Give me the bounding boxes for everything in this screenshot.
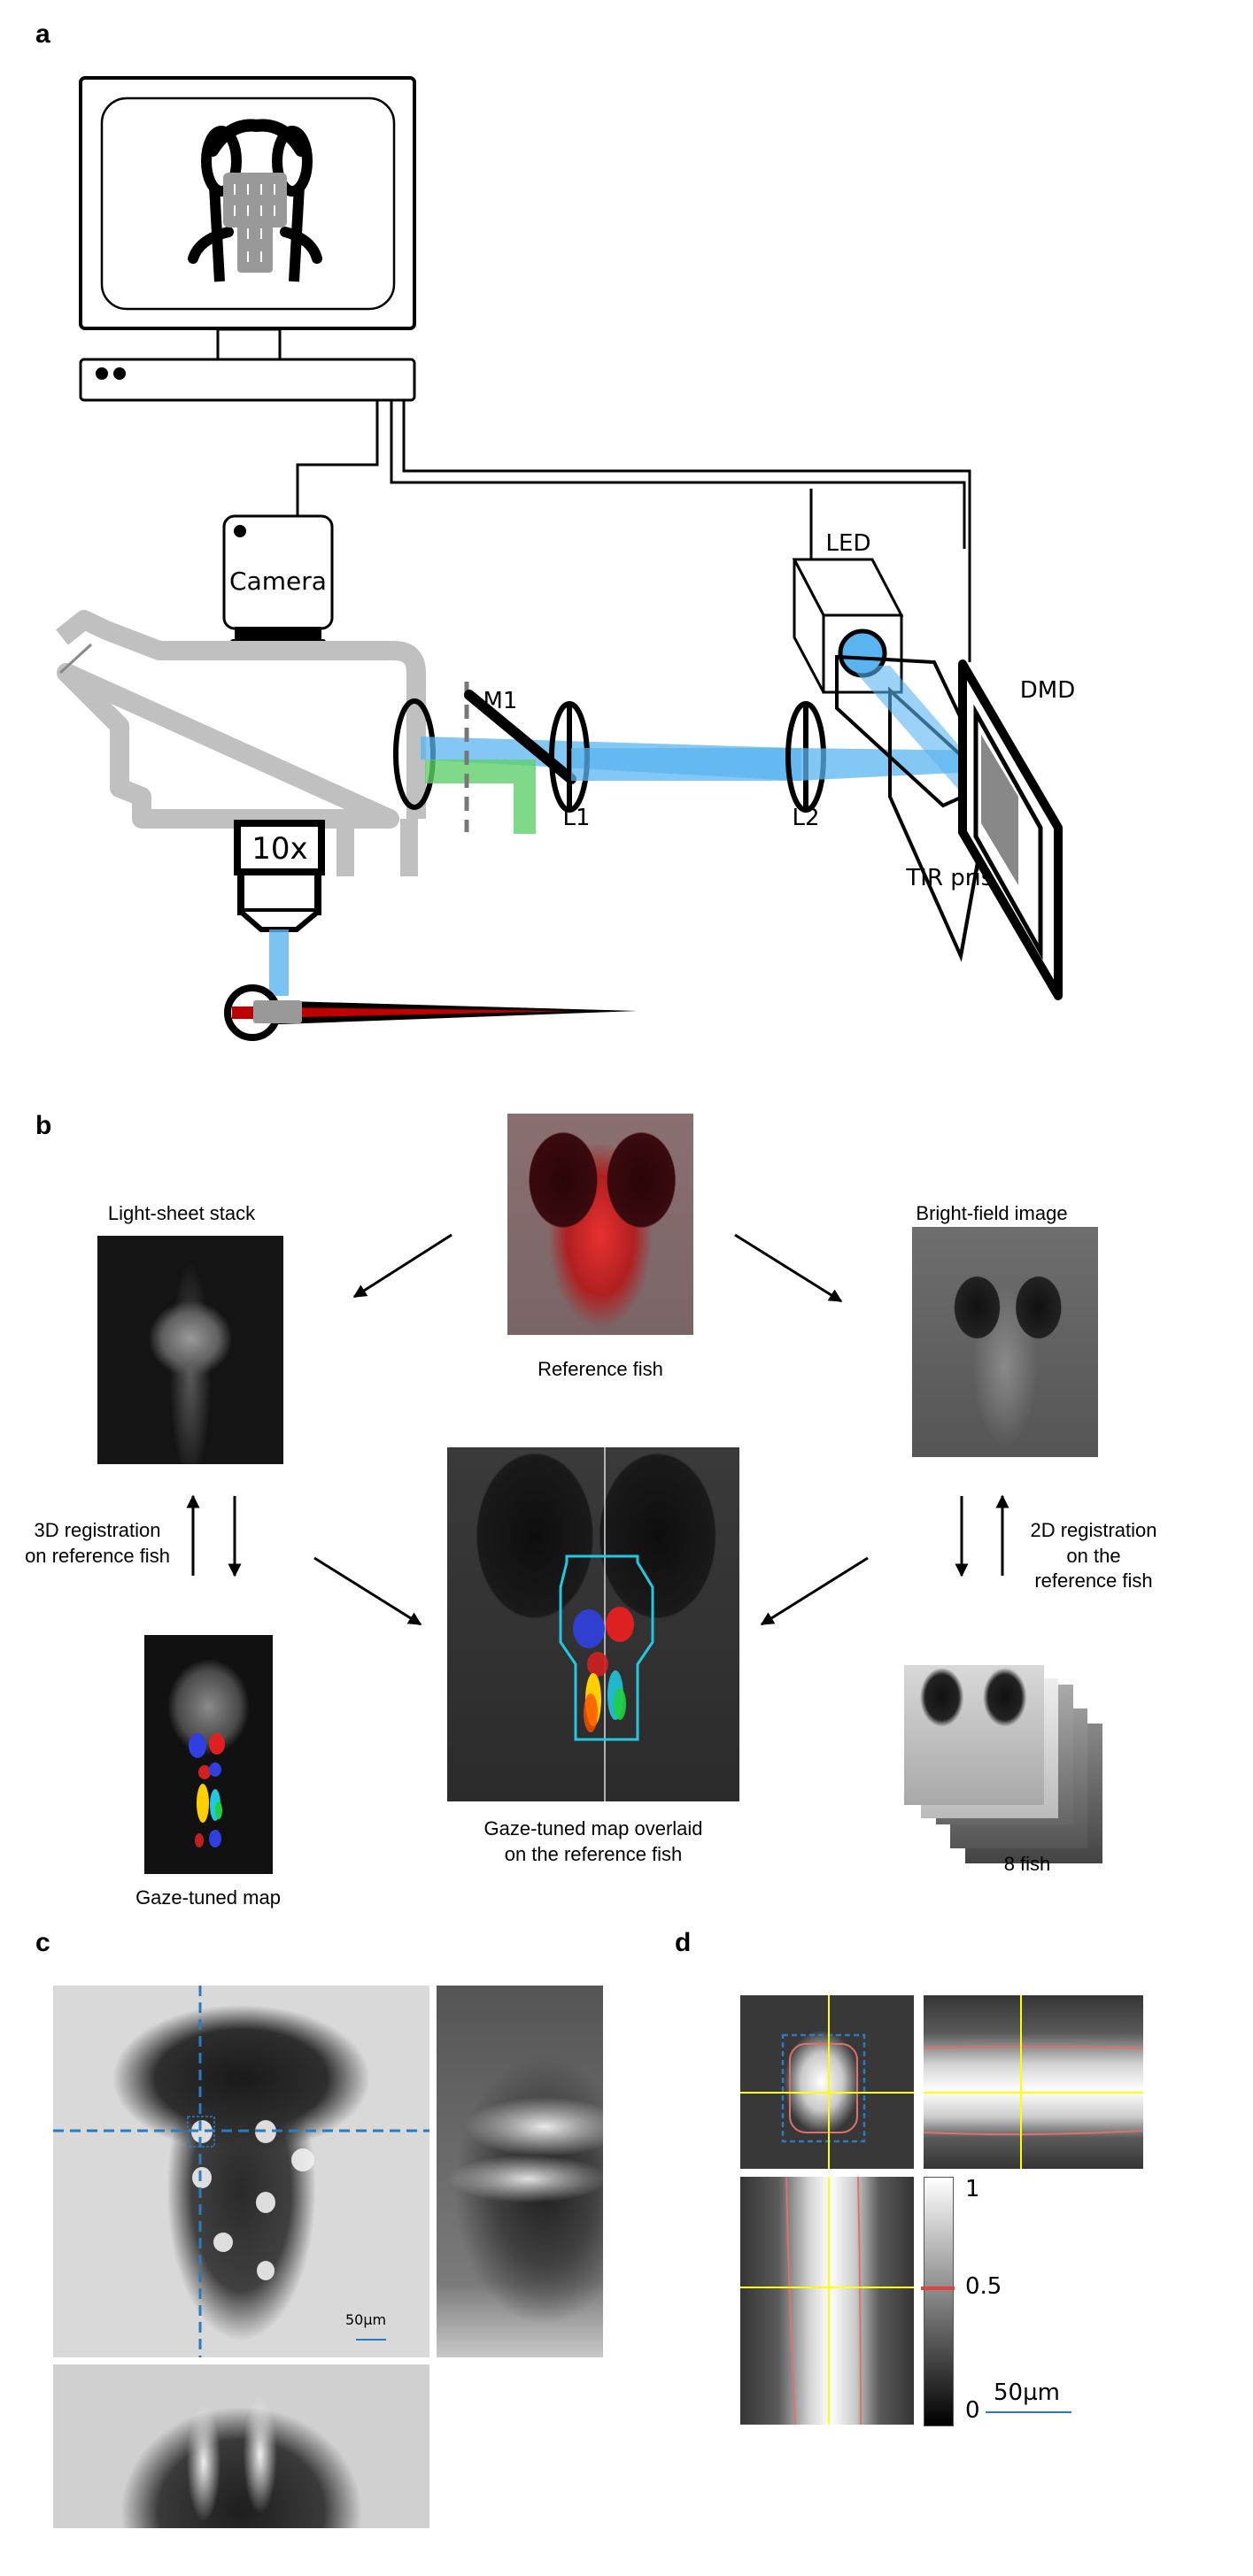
- cables: [296, 400, 971, 662]
- scale-bar-d-label: 50µm: [994, 2379, 1060, 2406]
- panel-c-xy-image: 50µm: [53, 1986, 429, 2357]
- panel-d-xz-image: [740, 2177, 914, 2425]
- objective-icon: [234, 820, 325, 932]
- reference-fish-image: [507, 1114, 693, 1335]
- panel-label-a: a: [35, 19, 50, 49]
- arrow-brightfield-to-overlay: [760, 1556, 869, 1626]
- optical-setup-diagram: Camera 10x M1 L1 L2: [56, 76, 1075, 1041]
- dmd-label: DMD: [1020, 677, 1075, 704]
- arrow-ref-to-lightsheet: [352, 1233, 452, 1299]
- panel-label-d: d: [675, 1928, 692, 1957]
- emission-beam: [425, 760, 536, 834]
- lens-l1-label: L1: [562, 805, 590, 831]
- light-sheet-image: [97, 1236, 283, 1464]
- crosshair-c: [53, 1986, 429, 2357]
- led-icon: [792, 558, 904, 694]
- arrow-lightsheet-to-overlay: [313, 1556, 422, 1626]
- colorbar-tick-min: 0: [965, 2397, 980, 2424]
- reference-fish-caption: Reference fish: [538, 1358, 663, 1380]
- bright-field-caption: Bright-field image: [916, 1202, 1068, 1224]
- registration-3d-caption: 3D registration on reference fish: [25, 1519, 170, 1567]
- scale-bar-c-label: 50µm: [345, 2311, 387, 2328]
- computer-icon: [79, 358, 416, 402]
- roi-outline: [559, 1554, 654, 1741]
- colorbar-tick-mid: 0.5: [965, 2273, 1002, 2300]
- panel-label-c: c: [35, 1928, 50, 1957]
- colorbar-contour-marker: [921, 2287, 955, 2290]
- arrow-ref-to-brightfield: [734, 1233, 843, 1303]
- objective-label: 10x: [251, 831, 307, 867]
- camera-icon: [222, 514, 334, 653]
- camera-label: Camera: [229, 567, 327, 596]
- eight-fish-caption: 8 fish: [1003, 1853, 1051, 1875]
- panel-d-yz-image: [924, 1995, 1143, 2169]
- gaze-tuned-map-image: [144, 1635, 273, 1874]
- lens-l2-label: L2: [792, 805, 819, 831]
- fish-icon: [224, 984, 638, 1041]
- bright-field-image: [912, 1227, 1098, 1457]
- gaze-tuned-map-caption: Gaze-tuned map: [135, 1886, 281, 1909]
- overlay-caption: Gaze-tuned map overlaid on the reference…: [483, 1817, 703, 1865]
- colorbar: [924, 2177, 954, 2426]
- dmd-icon: [958, 659, 1063, 1000]
- colorbar-tick-max: 1: [965, 2176, 980, 2202]
- led-label: LED: [826, 530, 871, 557]
- scale-bar-d: [986, 2411, 1071, 2413]
- monitor-icon: [79, 76, 416, 362]
- overlay-image: [447, 1447, 739, 1801]
- fish-stack-top-image: [904, 1665, 1044, 1805]
- panel-c-yz-image: [437, 1986, 603, 2357]
- registration-2d-caption: 2D registration on the reference fish: [1030, 1519, 1157, 1593]
- mirror-m1-label: M1: [483, 688, 518, 714]
- microscope-body: [56, 610, 426, 829]
- brain-icon: [188, 119, 322, 282]
- contour-d-xy: [789, 2043, 858, 2133]
- light-sheet-caption: Light-sheet stack: [107, 1202, 256, 1224]
- roi-box-d: [781, 2033, 866, 2143]
- panel-d-xy-image: [740, 1995, 914, 2169]
- workflow-arrows: [186, 1233, 1009, 1626]
- panel-label-b: b: [35, 1111, 52, 1140]
- panel-c-xz-image: [53, 2364, 429, 2528]
